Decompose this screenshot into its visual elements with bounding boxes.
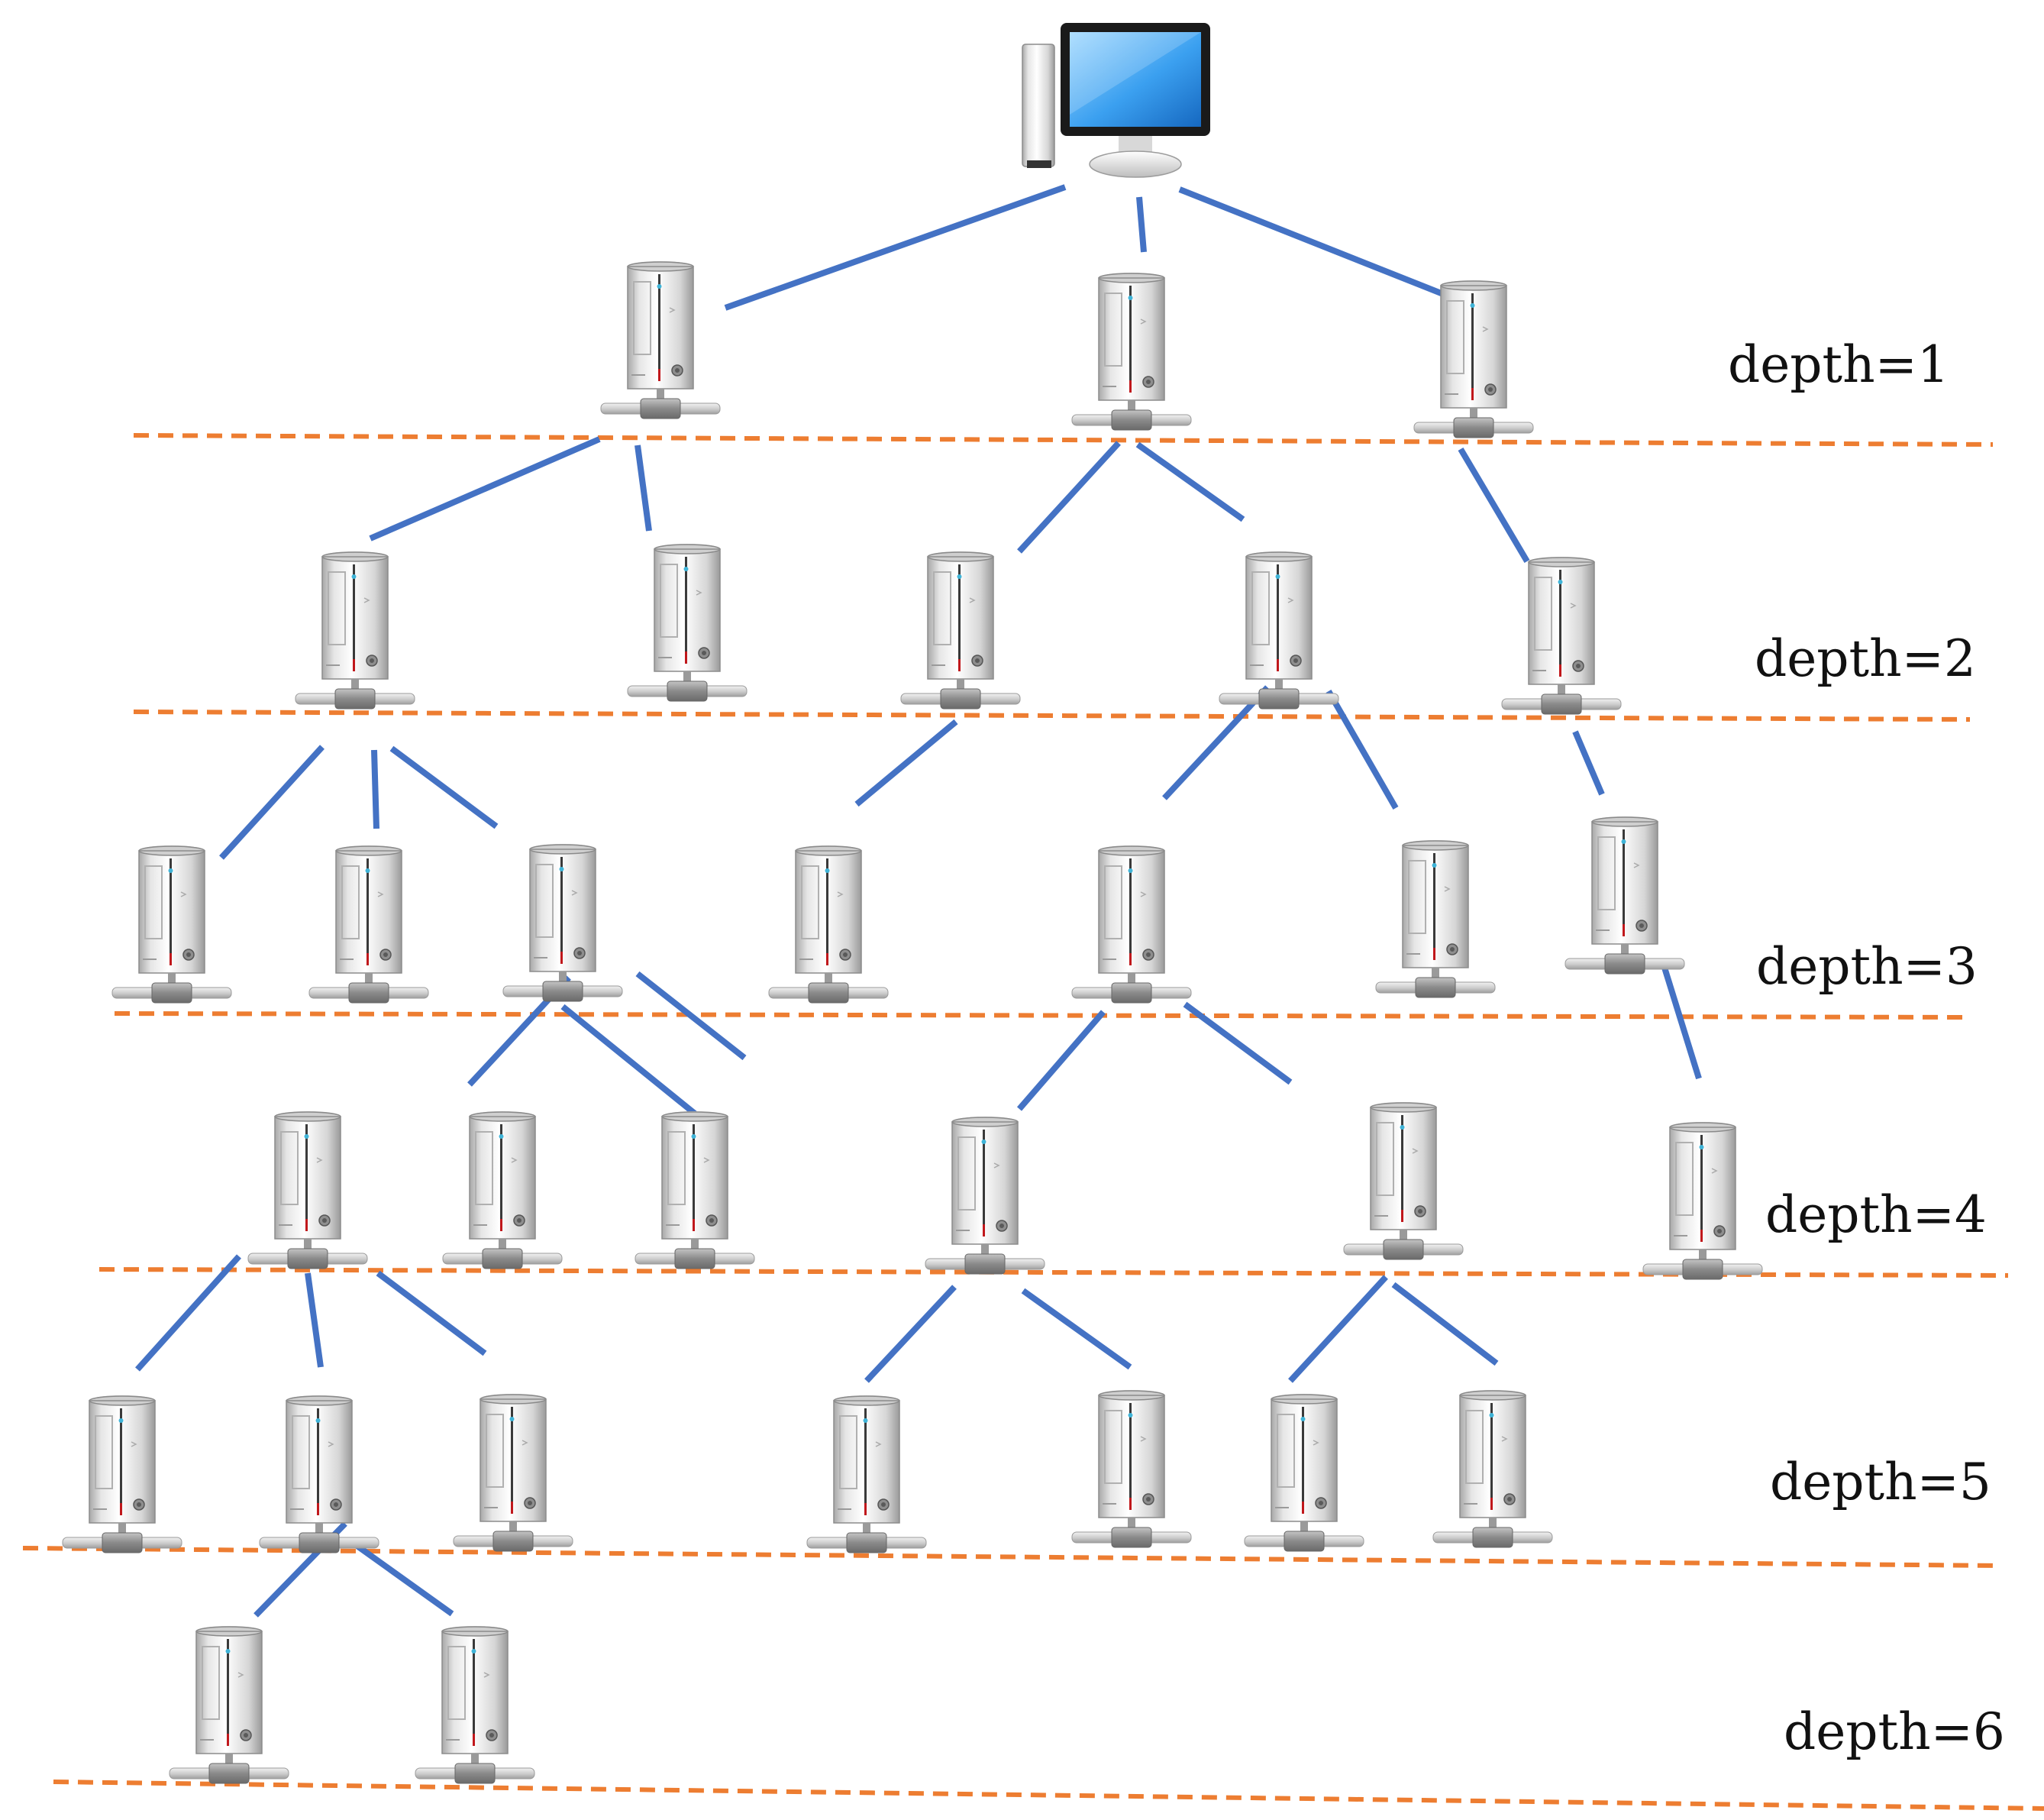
tree-edges <box>135 184 1702 1618</box>
edge-B3b-B4b <box>1183 1001 1293 1085</box>
edge-C3-C4 <box>1661 966 1702 1080</box>
server-icon-A4c-depth-4 <box>635 1110 755 1269</box>
server-icon-B1-depth-1 <box>1071 272 1192 431</box>
depth-divider-1 <box>133 433 1994 447</box>
server-icon-A3b-depth-3 <box>308 845 429 1004</box>
edge-B2b-B3b <box>1162 685 1270 800</box>
server-icon-C2-depth-2 <box>1501 556 1622 715</box>
server-icon-A2b-depth-2 <box>627 543 748 702</box>
server-icon-A5b-depth-5 <box>259 1395 379 1553</box>
server-icon-B5b-depth-5 <box>1071 1389 1192 1548</box>
server-icon-B5c-depth-5 <box>1244 1393 1364 1552</box>
depth-label-4: depth=4 <box>1765 1185 1987 1244</box>
server-icon-B3b-depth-3 <box>1071 845 1192 1004</box>
edge-A4a-A5a <box>135 1254 241 1372</box>
edge-A1-A2a <box>369 436 601 541</box>
server-icon-A5a-depth-5 <box>62 1395 182 1553</box>
edge-root-C1 <box>1178 186 1445 297</box>
server-icon-C4-depth-4 <box>1642 1121 1763 1280</box>
edge-B4b-B5c <box>1288 1275 1388 1383</box>
server-icon-A2a-depth-2 <box>295 551 415 710</box>
edge-B3b-B4a <box>1016 1010 1106 1111</box>
edge-B2a-B3a <box>854 719 958 807</box>
server-icon-B5d-depth-5 <box>1432 1389 1553 1548</box>
server-icon-A6a-depth-6 <box>169 1625 289 1784</box>
edge-A4a-A5c <box>376 1270 487 1356</box>
edge-C2-C3 <box>1572 730 1605 796</box>
server-icon-B4b-depth-4 <box>1343 1101 1464 1260</box>
edge-B4a-B5b <box>1021 1288 1132 1370</box>
server-icon-A5c-depth-5 <box>453 1393 573 1552</box>
edge-A2a-A3b <box>371 749 379 829</box>
edge-root-B1 <box>1136 196 1147 253</box>
edge-A3c-A4b <box>635 971 747 1061</box>
edge-B2b-B3c <box>1326 690 1399 810</box>
edge-A1-A2b <box>635 444 652 532</box>
edge-A3c-A4c <box>560 1004 697 1117</box>
server-icon-A6b-depth-6 <box>415 1625 535 1784</box>
server-icon-B3a-depth-3 <box>768 845 889 1004</box>
server-icon-B5a-depth-5 <box>806 1395 927 1553</box>
server-icon-A3c-depth-3 <box>502 843 623 1002</box>
server-icon-B2b-depth-2 <box>1219 551 1339 710</box>
edge-B1-B2a <box>1017 441 1121 554</box>
edge-A4a-A5b <box>305 1272 324 1368</box>
edge-B4a-B5a <box>864 1285 957 1383</box>
server-icon-C1-depth-1 <box>1413 280 1534 438</box>
edge-A5b-A6b <box>350 1540 454 1617</box>
root-computer <box>1022 23 1210 178</box>
edge-B4b-B5d <box>1391 1282 1499 1366</box>
depth-label-6: depth=6 <box>1784 1702 2005 1761</box>
server-icon-A1-depth-1 <box>600 260 721 419</box>
server-icon-C3-depth-3 <box>1564 816 1685 975</box>
server-icon-A4a-depth-4 <box>247 1110 368 1269</box>
server-icon-B4a-depth-4 <box>925 1116 1045 1275</box>
depth-divider-2 <box>133 710 1971 722</box>
edge-A2a-A3c <box>389 745 499 829</box>
depth-label-5: depth=5 <box>1770 1453 1991 1511</box>
desktop-computer-icon <box>1022 23 1210 178</box>
depth-divider-6 <box>53 1780 2044 1811</box>
edge-root-A1 <box>724 184 1067 311</box>
server-icon-B3c-depth-3 <box>1375 839 1496 998</box>
depth-label-2: depth=2 <box>1755 629 1976 688</box>
edge-C1-C2 <box>1458 447 1530 564</box>
edge-A2a-A3a <box>219 745 325 860</box>
depth-label-1: depth=1 <box>1728 335 1949 394</box>
depth-divider-3 <box>114 1011 1971 1020</box>
depth-divider-5 <box>22 1546 2001 1568</box>
server-icon-A3a-depth-3 <box>111 845 232 1004</box>
server-icon-A4b-depth-4 <box>442 1110 563 1269</box>
depth-label-3: depth=3 <box>1756 937 1978 996</box>
server-icon-B2a-depth-2 <box>900 551 1021 710</box>
depth-labels: depth=1 depth=2 depth=3 depth=4 depth=5 … <box>1728 335 2005 1761</box>
edge-B1-B2b <box>1135 441 1245 522</box>
